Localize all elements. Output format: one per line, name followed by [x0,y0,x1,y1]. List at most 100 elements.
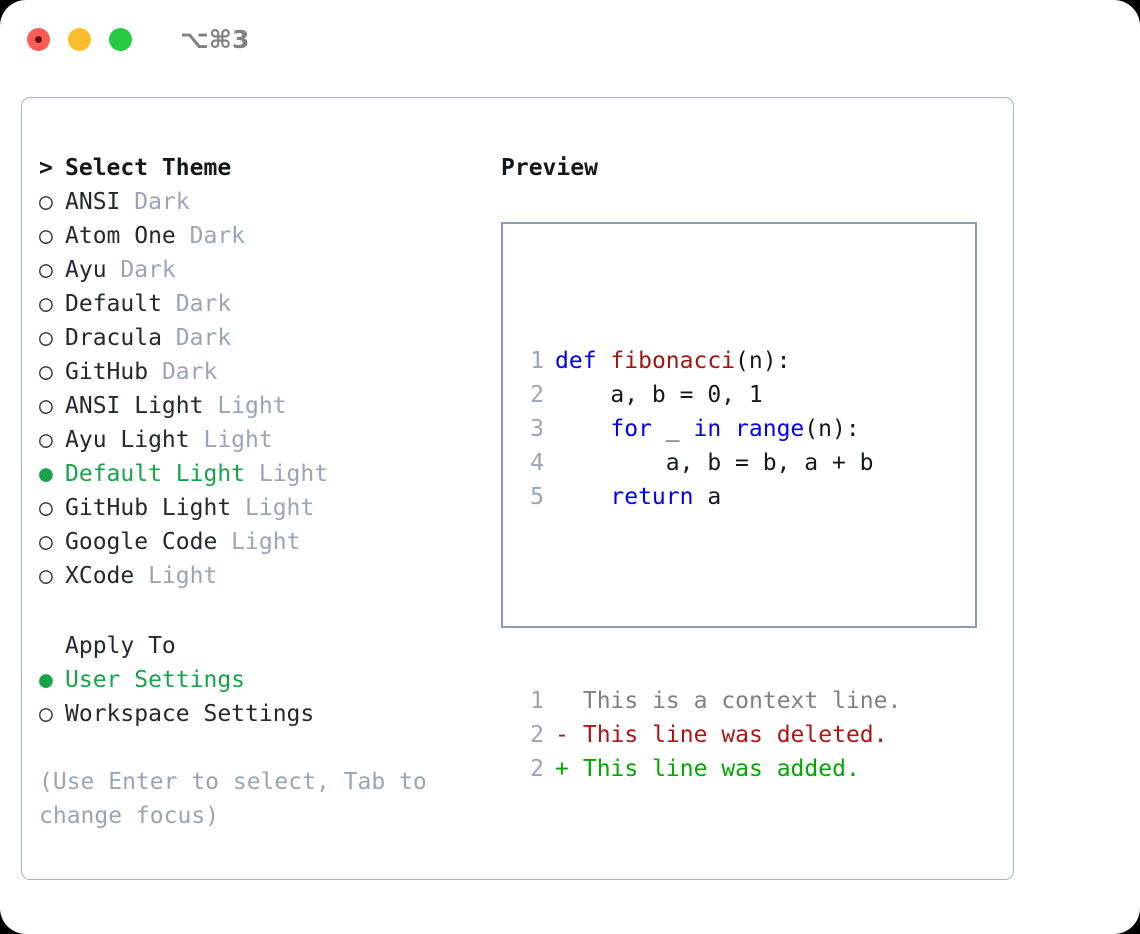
theme-name: ANSI [65,189,121,215]
radio-unselected-icon[interactable]: ○ [39,291,53,317]
line-number: 1 [530,348,544,374]
line-number: 2 [530,756,544,782]
minimize-window-button[interactable] [68,27,91,51]
theme-list-item[interactable]: ○ Ayu Dark [39,253,479,287]
diff-line: 2- This line was deleted. [516,718,901,752]
radio-selected-icon[interactable]: ● [39,667,53,693]
code-token: range [735,416,805,442]
radio-unselected-icon[interactable]: ○ [39,359,53,385]
diff-lines: 1 This is a context line. 2- This line wa… [516,684,901,786]
apply-to-header: Apply To [39,629,479,663]
theme-list-item[interactable]: ○XCode Light [39,559,479,593]
apply-to-label: Workspace Settings [65,701,315,727]
theme-list-item[interactable]: ○ Dracula Dark [39,321,479,355]
radio-unselected-icon[interactable]: ○ [39,563,53,589]
code-token: a [693,484,722,510]
theme-category: Dark [106,257,176,283]
theme-list-item[interactable]: ○Default Dark [39,287,479,321]
code-token: in [693,416,722,442]
theme-name: Ayu [65,257,107,283]
diff-sign: + [555,756,569,782]
select-theme-header: > Select Theme [39,151,479,185]
radio-unselected-icon[interactable]: ○ [39,189,53,215]
radio-unselected-icon[interactable]: ○ [39,223,53,249]
radio-unselected-icon[interactable]: ○ [39,257,53,283]
hint-spacer [39,731,479,765]
theme-name: Google Code [65,529,218,555]
apply-to-title: Apply To [65,633,176,659]
apply-to-option[interactable]: ● User Settings [39,663,479,697]
apply-to-label: User Settings [65,667,246,693]
theme-category: Dark [148,359,218,385]
code-token: def [555,348,597,374]
line-number: 3 [530,416,544,442]
theme-list-item[interactable]: ○Ayu Light Light [39,423,479,457]
close-window-button[interactable] [27,27,50,51]
radio-unselected-icon[interactable]: ○ [39,325,53,351]
radio-unselected-icon[interactable]: ○ [39,427,53,453]
line-number: 1 [530,688,544,714]
theme-category: Dark [120,189,190,215]
diff-text: This line was added. [569,756,860,782]
theme-list-item[interactable]: ○GitHub Dark [39,355,479,389]
code-text: a, b = 0, 1 [544,378,763,412]
radio-unselected-icon[interactable]: ○ [39,529,53,555]
radio-unselected-icon[interactable]: ○ [39,393,53,419]
apply-to-option[interactable]: ○ Workspace Settings [39,697,479,731]
theme-list-item[interactable]: ○ ANSI Light Light [39,389,479,423]
code-token: a, b = 0, 1 [555,382,763,408]
theme-list-item[interactable]: ○Atom One Dark [39,219,479,253]
code-diff-separator [516,582,901,616]
theme-name: Default Light [65,461,246,487]
theme-list-item[interactable]: ○GitHub Light Light [39,491,479,525]
diff-text: This is a context line. [569,688,902,714]
theme-list-item[interactable]: ○ ANSI Dark [39,185,479,219]
code-text: return a [544,480,721,514]
prompt-caret-icon: > [39,155,53,181]
theme-name: ANSI Light [65,393,204,419]
theme-category: Dark [175,223,246,249]
theme-category: Light [203,393,287,419]
code-token: for [610,416,652,442]
code-line: 5 return a [516,480,901,514]
apply-to-marker-placeholder [39,629,65,663]
theme-category: Dark [161,325,232,351]
code-token: _ [651,416,694,442]
code-token [597,348,611,374]
code-token [721,416,735,442]
theme-list: ○ANSI Dark○Atom One Dark○Ayu Dark○Defaul… [39,185,479,593]
apply-to-options: ● User Settings ○ Workspace Settings [39,663,479,731]
select-theme-title: Select Theme [65,155,232,181]
theme-list-item[interactable]: ● Default Light Light [39,457,479,491]
theme-name: XCode [65,563,135,589]
code-token: (n): [735,348,791,374]
theme-picker-column: >Select Theme ○ANSI Dark○Atom One Dark○A… [39,151,479,833]
line-number: 5 [530,484,544,510]
code-token [555,416,610,442]
keyboard-shortcut-label: ⌥⌘3 [180,24,250,54]
theme-name: Dracula [65,325,162,351]
radio-unselected-icon[interactable]: ○ [39,495,53,521]
code-token: (n): [804,416,860,442]
keyboard-hint-text: (Use Enter to select, Tab to change focu… [39,769,427,829]
line-number: 2 [530,382,544,408]
code-line: 4 a, b = b, a + b [516,446,901,480]
code-token: return [610,484,694,510]
zoom-window-button[interactable] [109,27,132,51]
code-line: 3 for _ in range(n): [516,412,901,446]
line-number: 4 [530,450,544,476]
radio-unselected-icon[interactable]: ○ [39,701,53,727]
theme-category: Light [245,461,329,487]
diff-sign: - [555,722,569,748]
theme-category: Light [231,495,315,521]
title-bar: ⌥⌘3 [0,0,1140,78]
code-text: a, b = b, a + b [544,446,874,480]
radio-selected-icon[interactable]: ● [39,461,53,487]
theme-list-item[interactable]: ○Google Code Light [39,525,479,559]
